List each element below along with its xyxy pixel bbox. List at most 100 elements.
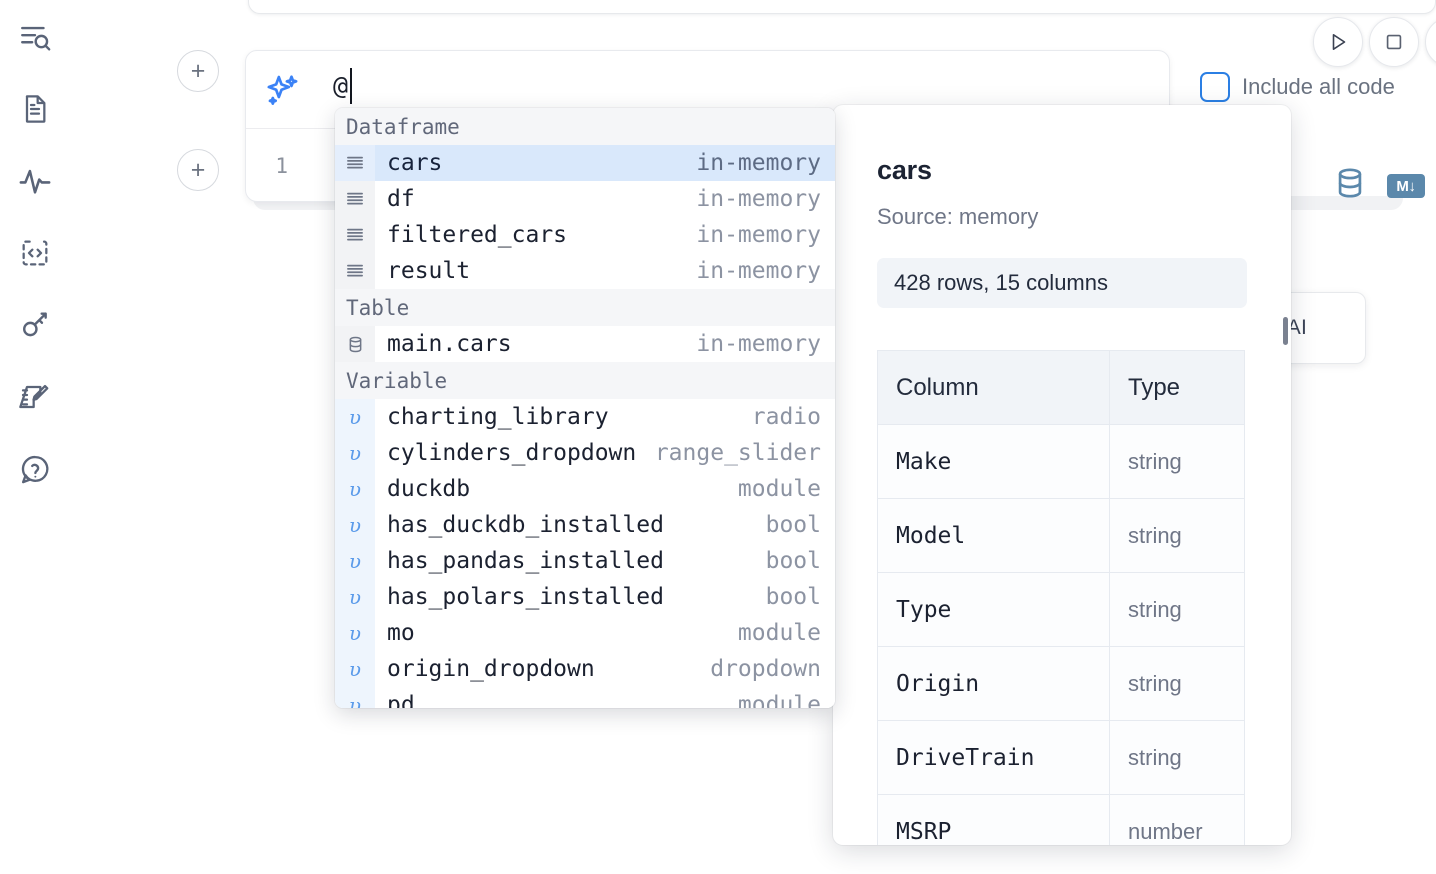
autocomplete-item-name: has_pandas_installed xyxy=(387,548,664,574)
autocomplete-item-name: mo xyxy=(387,620,415,646)
autocomplete-item-type: in-memory xyxy=(696,150,821,176)
autocomplete-item-name: has_polars_installed xyxy=(387,584,664,610)
dataframe-icon xyxy=(335,217,375,253)
table-database-icon xyxy=(335,326,375,362)
autocomplete-item-name: main.cars xyxy=(387,331,512,357)
variable-icon: υ xyxy=(335,435,375,471)
database-icon[interactable] xyxy=(1333,166,1367,205)
detail-title: cars xyxy=(877,155,932,185)
activity-pulse-icon[interactable] xyxy=(14,160,56,202)
autocomplete-item-type: module xyxy=(737,692,821,708)
schema-column-type: string xyxy=(1109,720,1245,795)
variable-icon: υ xyxy=(335,615,375,651)
autocomplete-item[interactable]: result in-memory xyxy=(335,253,835,289)
help-question-icon[interactable] xyxy=(14,448,56,490)
autocomplete-item-name: result xyxy=(387,258,471,284)
code-braces-icon[interactable] xyxy=(14,232,56,274)
include-all-code-row[interactable]: Include all code xyxy=(1200,72,1395,102)
run-cell-button[interactable] xyxy=(1313,17,1363,67)
schema-header-row: Column Type xyxy=(877,350,1245,425)
code-line-number: 1 xyxy=(275,154,288,178)
schema-column-name: MSRP xyxy=(877,794,1110,845)
add-cell-plus-icon: + xyxy=(190,155,206,184)
autocomplete-item-name: pd xyxy=(387,692,415,708)
previous-cell-card xyxy=(248,0,1436,14)
document-icon[interactable] xyxy=(14,88,56,130)
explorer-search-icon[interactable] xyxy=(14,17,56,59)
variable-icon: υ xyxy=(335,399,375,435)
schema-column-name: Make xyxy=(877,424,1110,499)
include-all-code-checkbox[interactable] xyxy=(1200,72,1230,102)
schema-column-type: string xyxy=(1109,646,1245,721)
autocomplete-item-type: dropdown xyxy=(710,656,821,682)
autocomplete-item-type: in-memory xyxy=(696,258,821,284)
markdown-badge[interactable]: M↓ xyxy=(1387,174,1425,198)
add-cell-button-bottom[interactable]: + xyxy=(177,149,219,191)
autocomplete-item-name: has_duckdb_installed xyxy=(387,512,664,538)
autocomplete-item-name: df xyxy=(387,186,415,212)
autocomplete-item-type: bool xyxy=(765,548,821,574)
autocomplete-item[interactable]: υ origin_dropdown dropdown xyxy=(335,651,835,687)
add-cell-button-top[interactable]: + xyxy=(177,50,219,92)
variable-icon: υ xyxy=(335,471,375,507)
detail-source: Source: memory xyxy=(877,204,1039,229)
autocomplete-item-name: filtered_cars xyxy=(387,222,568,248)
schema-column-type: string xyxy=(1109,424,1245,499)
schema-type-header: Type xyxy=(1109,350,1245,425)
left-icon-rail xyxy=(0,0,70,874)
autocomplete-item-name: cylinders_dropdown xyxy=(387,440,637,466)
text-caret xyxy=(350,68,352,104)
variable-icon: υ xyxy=(335,543,375,579)
variable-icon: υ xyxy=(335,687,375,708)
stop-cell-button[interactable] xyxy=(1369,17,1419,67)
schema-column-name: DriveTrain xyxy=(877,720,1110,795)
dataframe-icon xyxy=(335,145,375,181)
dataframe-detail-panel: cars Source: memory 428 rows, 15 columns… xyxy=(833,105,1291,845)
autocomplete-section-header: Table xyxy=(335,289,835,326)
schema-column-name: Origin xyxy=(877,646,1110,721)
detail-shape-badge: 428 rows, 15 columns xyxy=(877,258,1247,308)
variable-icon: υ xyxy=(335,651,375,687)
autocomplete-item-name: duckdb xyxy=(387,476,471,502)
autocomplete-item-type: module xyxy=(737,620,821,646)
autocomplete-item[interactable]: υ has_pandas_installed bool xyxy=(335,543,835,579)
schema-column-name: Model xyxy=(877,498,1110,573)
autocomplete-section-header: Variable xyxy=(335,362,835,399)
autocomplete-item-type: in-memory xyxy=(696,186,821,212)
ai-prompt-input[interactable]: @ xyxy=(333,71,349,100)
autocomplete-item[interactable]: cars in-memory xyxy=(335,145,835,181)
schema-column-name: Type xyxy=(877,572,1110,647)
key-icon[interactable] xyxy=(14,304,56,346)
dataframe-icon xyxy=(335,253,375,289)
add-cell-plus-icon: + xyxy=(190,56,206,85)
autocomplete-item-type: module xyxy=(737,476,821,502)
autocomplete-item[interactable]: df in-memory xyxy=(335,181,835,217)
more-actions-button[interactable] xyxy=(1425,17,1436,67)
autocomplete-item-name: cars xyxy=(387,150,443,176)
notebook-edit-icon[interactable] xyxy=(14,376,56,418)
autocomplete-item-name: origin_dropdown xyxy=(387,656,595,682)
dataframe-icon xyxy=(335,181,375,217)
detail-scrollbar-thumb[interactable] xyxy=(1283,317,1288,345)
schema-column-type: string xyxy=(1109,572,1245,647)
autocomplete-item-type: bool xyxy=(765,584,821,610)
autocomplete-item-name: charting_library xyxy=(387,404,609,430)
